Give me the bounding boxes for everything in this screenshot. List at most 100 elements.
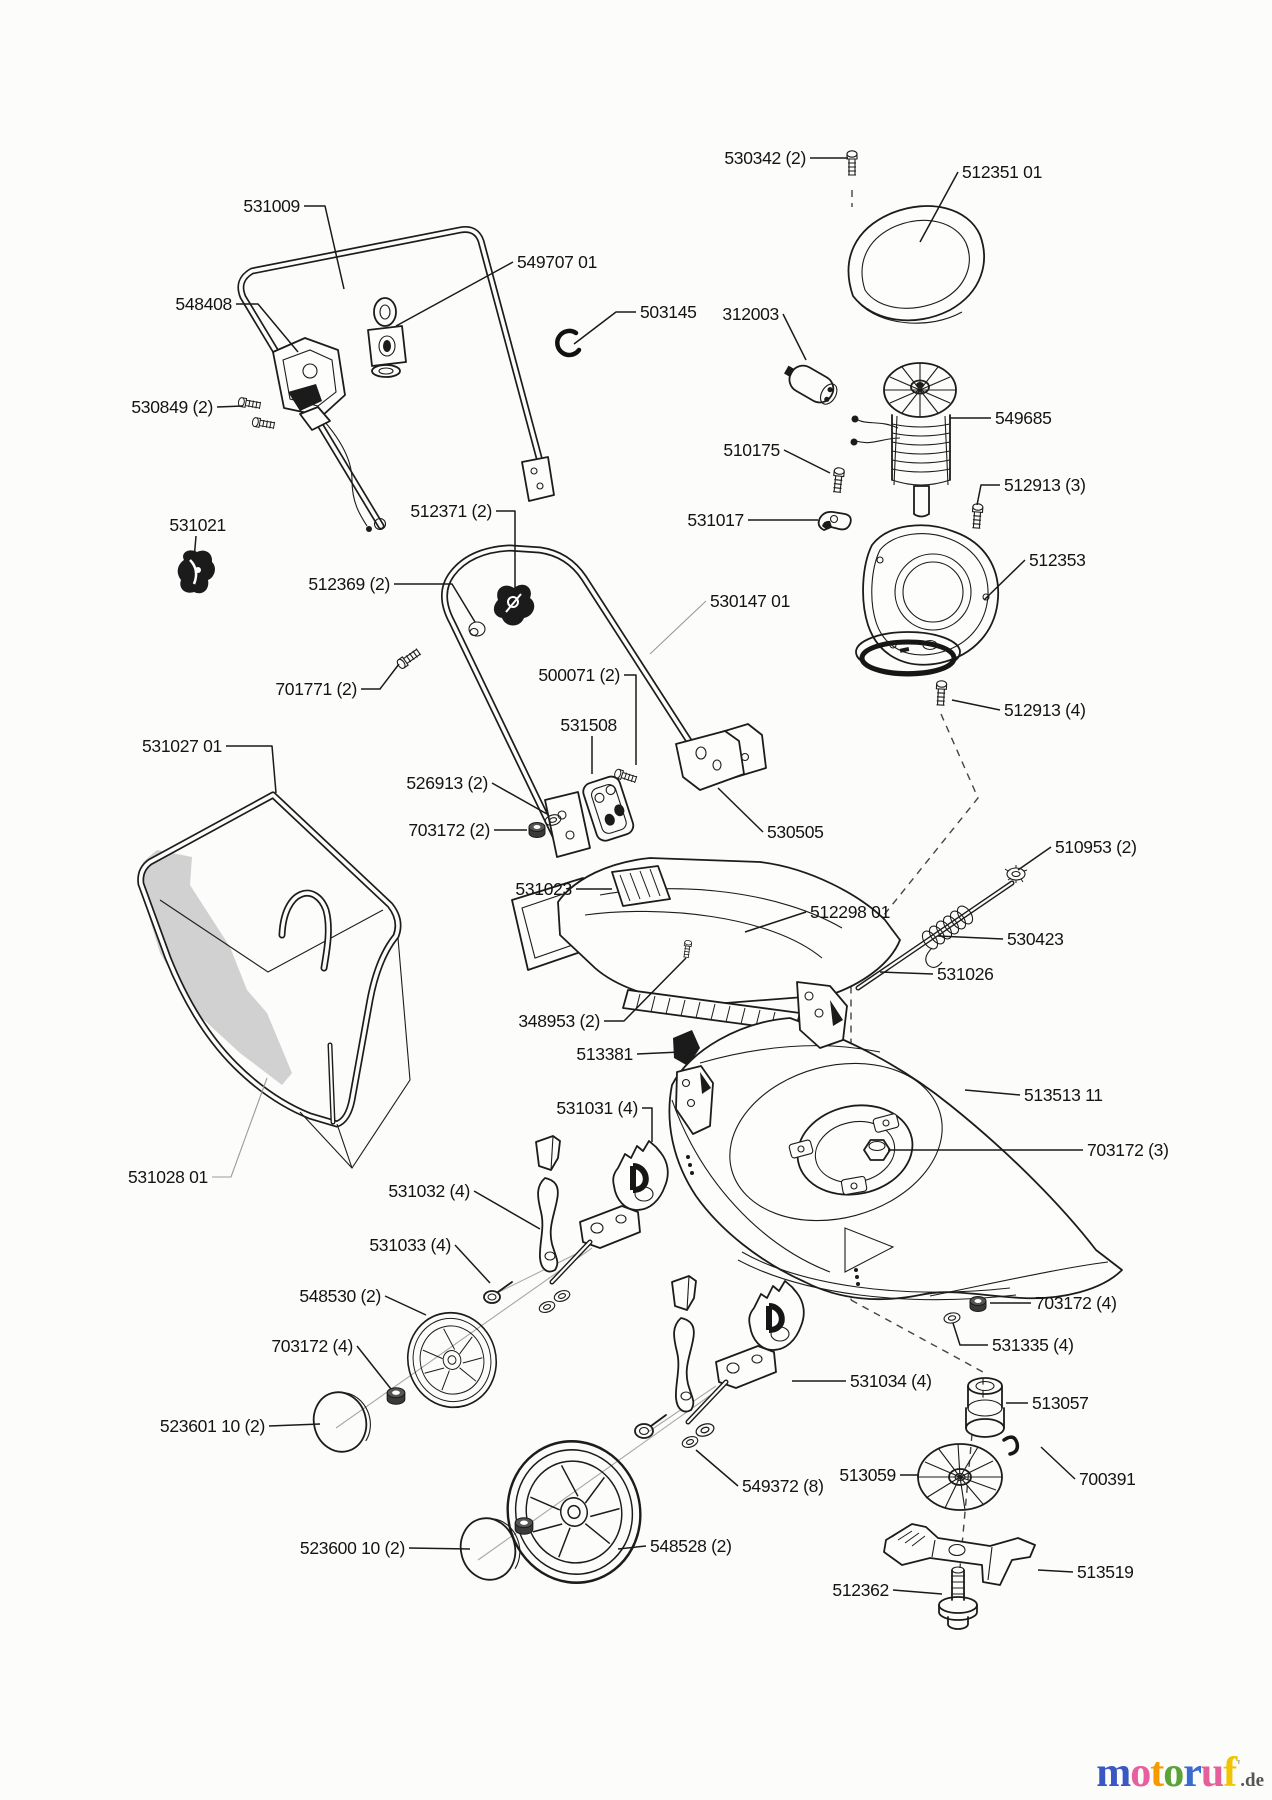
part-label-530147-01: 530147 01: [710, 591, 790, 611]
clip-pin-700391: [1002, 1435, 1020, 1456]
grass-catcher-handle: [278, 889, 332, 972]
ring-512369: [468, 621, 486, 637]
part-label-513513-11: 513513 11: [1024, 1085, 1103, 1105]
leader-line-510175: [783, 449, 831, 474]
leader-line-512369-(2): [394, 583, 476, 623]
deck-hinge-bracket-left: [675, 1065, 714, 1135]
leader-line-530505: [717, 787, 764, 833]
leader-line-703172-(4): [356, 1345, 392, 1390]
leader-line-701771-(2): [361, 663, 400, 690]
part-label-523600-10-(2): 523600 10 (2): [300, 1538, 405, 1558]
watermark-tick: ': [1236, 1756, 1241, 1776]
part-label-512362: 512362: [832, 1580, 889, 1600]
part-label-510175: 510175: [723, 440, 780, 460]
part-label-531508: 531508: [560, 715, 617, 735]
part-label-512369-(2): 512369 (2): [308, 574, 390, 594]
assembly-dashed-lines: [850, 190, 984, 1569]
blade-bushing-513057: [965, 1377, 1005, 1438]
grass-catcher-cloth-531028: [141, 850, 292, 1085]
leader-line-530423: [937, 935, 1004, 940]
cable-clip-531017: [817, 510, 852, 531]
watermark-letter: o: [1163, 1750, 1184, 1796]
leader-line-548408: [236, 303, 299, 353]
lower-handlebar-530147: [441, 544, 704, 858]
c-clip-503145: [555, 328, 582, 358]
part-label-549685: 549685: [995, 408, 1052, 428]
watermark-letter: o: [1130, 1750, 1151, 1796]
part-label-531033-(4): 531033 (4): [369, 1235, 451, 1255]
blade-bolt-512362: [938, 1566, 978, 1630]
leader-line-526913-(2): [491, 782, 548, 815]
watermark-letter: r: [1183, 1750, 1202, 1796]
motor-549685: [850, 362, 957, 518]
part-label-512913-(4): 512913 (4): [1004, 700, 1086, 720]
leader-line-512353: [983, 559, 1026, 601]
hex-nut-703172-3: [863, 1139, 891, 1161]
leader-line-548528-(2): [617, 1545, 647, 1550]
leader-line-531033-(4): [454, 1244, 491, 1284]
part-label-512353: 512353: [1029, 550, 1086, 570]
part-label-548408: 548408: [175, 294, 232, 314]
leader-line-512298-01: [744, 911, 807, 933]
part-label-531017: 531017: [687, 510, 744, 530]
leader-line-530147-01: [649, 600, 707, 655]
adjuster-screw-set2: [634, 1414, 667, 1439]
deck-hinge-bracket-top: [796, 981, 848, 1049]
leader-line-512351-01: [919, 171, 959, 243]
screw-512913-3: [970, 502, 984, 529]
part-label-531023: 531023: [515, 879, 572, 899]
part-label-530849-(2): 530849 (2): [131, 397, 213, 417]
washer-531335: [942, 1311, 962, 1325]
nut-703172-4-left: [386, 1387, 406, 1405]
part-label-531026: 531026: [937, 964, 994, 984]
mower-blade-513519: [883, 1523, 1036, 1586]
leader-line-548530-(2): [384, 1295, 427, 1316]
grass-catcher-frame-531027: [137, 791, 411, 1169]
nut-rear-axle: [514, 1517, 534, 1535]
screw-510175: [831, 466, 846, 494]
part-label-513381: 513381: [576, 1044, 633, 1064]
part-label-503145: 503145: [640, 302, 697, 322]
leader-line-512913-(3): [976, 484, 1000, 506]
spring-530423: [921, 905, 974, 968]
hub-cap-523600: [459, 1517, 521, 1581]
hood-grip-531023: [611, 865, 671, 907]
leader-line-513381: [636, 1051, 681, 1055]
leader-line-531028-01: [212, 1077, 268, 1178]
leader-line-510953-(2): [1017, 846, 1052, 871]
leader-line-512371-(2): [496, 510, 516, 588]
leader-line-513519: [1037, 1569, 1074, 1573]
watermark-letter: t: [1150, 1750, 1164, 1796]
leader-line-531026: [879, 971, 934, 975]
screw-701771: [395, 647, 422, 671]
screw-512913-4: [934, 680, 948, 706]
part-label-548528-(2): 548528 (2): [650, 1536, 732, 1556]
leader-line-512362: [892, 1589, 943, 1595]
motoruf-watermark-logo: motoruf'.de: [1096, 1752, 1264, 1794]
capacitor-312003: [784, 364, 838, 405]
leader-line-512913-(4): [951, 699, 1001, 711]
part-label-531009: 531009: [243, 196, 300, 216]
washer-549372-b: [693, 1420, 717, 1440]
part-label-549707-01: 549707 01: [517, 252, 597, 272]
mower-deck-513513: [668, 981, 1123, 1301]
leader-line-531027-01: [226, 745, 277, 794]
part-label-513519: 513519: [1077, 1562, 1134, 1582]
part-label-531335-(4): 531335 (4): [992, 1335, 1074, 1355]
part-label-548530-(2): 548530 (2): [299, 1286, 381, 1306]
watermark-tld: .de: [1240, 1770, 1264, 1791]
upper-handlebar-531009: [237, 226, 555, 531]
leader-line-503145: [573, 311, 636, 345]
hub-cap-523601: [312, 1391, 371, 1453]
watermark-letters: motoruf: [1096, 1750, 1237, 1796]
leader-line-500071-(2): [624, 674, 637, 765]
leader-line-523601-10-(2): [268, 1423, 321, 1427]
wheel-548528: [490, 1425, 658, 1599]
cable-guide-531021: [177, 550, 215, 594]
part-label-700391: 700391: [1079, 1469, 1136, 1489]
clamp-block-531508: [582, 775, 635, 842]
fan-wheel-513059: [917, 1443, 1003, 1511]
